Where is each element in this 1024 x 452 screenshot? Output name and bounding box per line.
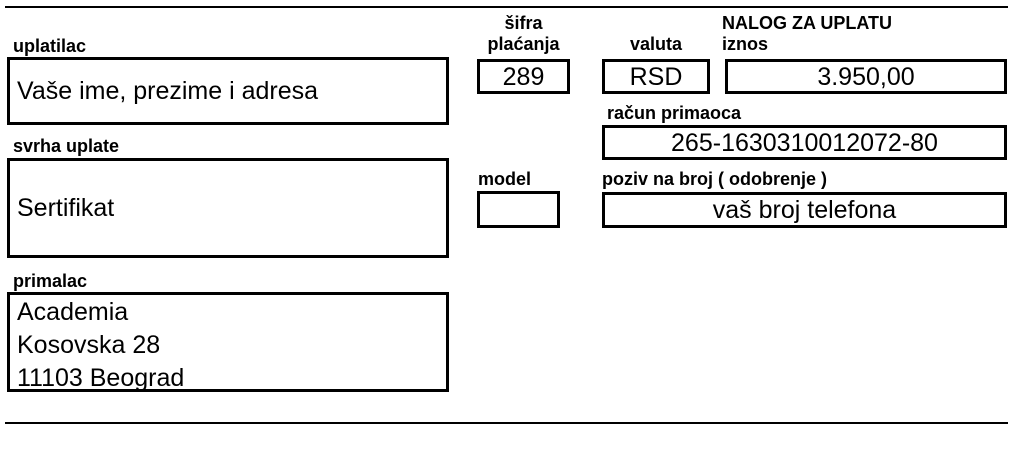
purpose-value: Sertifikat — [17, 194, 115, 222]
amount-value: 3.950,00 — [817, 62, 915, 91]
recipient-label: primalac — [13, 271, 88, 291]
payer-value: Vaše ime, prezime i adresa — [17, 77, 319, 105]
payment-code-value: 289 — [502, 62, 545, 91]
currency-label: valuta — [629, 34, 683, 54]
recipient-line: 11103 Beograd — [17, 364, 185, 392]
amount-label: iznos — [722, 34, 769, 54]
recipient-line: Kosovska 28 — [17, 331, 161, 359]
payer-field[interactable]: Vaše ime, prezime i adresa — [7, 57, 449, 125]
top-divider-line — [5, 6, 1008, 8]
currency-field[interactable]: RSD — [602, 59, 710, 94]
purpose-label: svrha uplate — [13, 136, 120, 156]
model-field[interactable] — [477, 191, 560, 228]
reference-number-field[interactable]: vaš broj telefona — [602, 192, 1007, 228]
currency-value: RSD — [629, 62, 683, 91]
recipient-account-label: račun primaoca — [607, 103, 742, 123]
amount-field[interactable]: 3.950,00 — [725, 59, 1007, 94]
purpose-field[interactable]: Sertifikat — [7, 158, 449, 258]
recipient-account-field[interactable]: 265-1630310012072-80 — [602, 125, 1007, 160]
recipient-account-value: 265-1630310012072-80 — [671, 128, 938, 157]
payer-label: uplatilac — [13, 36, 87, 56]
reference-number-value: vaš broj telefona — [712, 196, 897, 224]
recipient-line: Academia — [17, 298, 129, 326]
model-label: model — [478, 169, 532, 189]
reference-number-label: poziv na broj ( odobrenje ) — [602, 169, 827, 189]
recipient-field[interactable]: Academia Kosovska 28 11103 Beograd — [7, 292, 449, 392]
bottom-divider-line — [5, 422, 1008, 424]
payment-code-field[interactable]: 289 — [477, 59, 570, 94]
slip-title: NALOG ZA UPLATU — [722, 13, 892, 33]
